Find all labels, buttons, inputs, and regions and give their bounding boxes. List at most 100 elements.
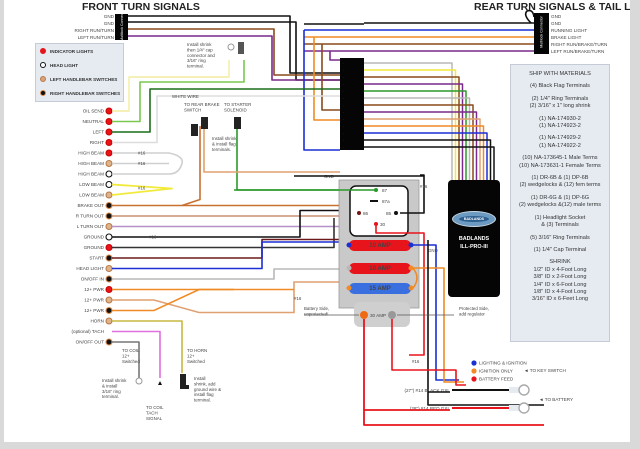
rear-pin-label: RUNNING LIGHT bbox=[551, 28, 587, 33]
module-wire bbox=[364, 62, 453, 180]
to-starter-note: SOLENOID bbox=[224, 107, 247, 112]
terminal-left-dot bbox=[105, 317, 113, 325]
module-brand: BADLANDS bbox=[458, 236, 490, 242]
shrink-ground-note: ground wire & bbox=[194, 387, 221, 392]
pin-mark: · bbox=[343, 89, 345, 94]
shrink-flag-note: terminals. bbox=[212, 147, 231, 152]
shrink-ring-note: terminal. bbox=[102, 394, 119, 399]
wire bbox=[329, 51, 340, 61]
rear-pin-label: LEFT RUN/BRAKE/TURN bbox=[551, 49, 604, 54]
to-coil-tach-note: TO COIL bbox=[146, 405, 164, 410]
relay bbox=[349, 185, 409, 237]
shrink-ground-note: terminal. bbox=[194, 398, 211, 403]
pin-mark: · bbox=[343, 124, 345, 129]
to-key-switch-label: ◄ TO KEY SWITCH bbox=[524, 368, 566, 373]
lighting-ignition-wire bbox=[413, 244, 459, 381]
fuse-jumper bbox=[412, 267, 418, 289]
gauge-label: #16 bbox=[138, 186, 146, 191]
breaker bbox=[354, 302, 410, 327]
pin-mark: · bbox=[343, 110, 345, 115]
flag-terminal bbox=[180, 385, 189, 389]
ship-list: SHIP WITH MATERIALS (4) Black Flag Termin… bbox=[511, 71, 609, 304]
terminal-right-dot bbox=[105, 275, 113, 283]
protected-side-note: add regulator bbox=[459, 311, 485, 316]
legend-label: RIGHT HANDLEBAR SWITCHES bbox=[50, 90, 121, 96]
ship-item: (1) NA-174923-2 bbox=[539, 123, 581, 130]
battery-ground-wire bbox=[427, 240, 544, 406]
shrink-ground-note: install flag bbox=[194, 392, 214, 397]
front-connector-label: Multilock Connector bbox=[120, 9, 124, 41]
to-coil-note: TO COIL bbox=[122, 348, 140, 353]
fuse-terminal bbox=[408, 265, 414, 271]
ship-item: (2) 1/4" Ring Terminals bbox=[531, 95, 589, 102]
flag-terminal bbox=[180, 374, 186, 388]
relay-85-wire bbox=[400, 174, 425, 214]
pin-mark: · bbox=[343, 103, 345, 108]
relay-pin-30: 30 bbox=[380, 222, 386, 227]
shrink-cap-note: terminal. bbox=[187, 64, 204, 69]
low-beam-wire bbox=[111, 183, 173, 196]
pin-mark: · bbox=[343, 68, 345, 73]
module-wire bbox=[364, 125, 485, 180]
starter-wire bbox=[236, 129, 340, 191]
relay-pin bbox=[374, 222, 378, 226]
pwr-cross-wire bbox=[112, 288, 294, 312]
to-coil-tach-note: SIGNAL bbox=[146, 416, 163, 421]
ship-item: SHRINK bbox=[549, 259, 571, 266]
terminal-label: ON/OFF IN bbox=[81, 277, 104, 282]
fuse-label: 10 AMP bbox=[369, 266, 390, 272]
badlands-logo: BADLANDS bbox=[452, 211, 496, 227]
front-left-turn-wire bbox=[128, 35, 340, 81]
legend-item-headlight: HEAD LIGHT bbox=[40, 60, 78, 70]
terminal-indicator-dot bbox=[105, 107, 113, 115]
module-wire bbox=[364, 83, 464, 180]
shrink-cap-note: then 1/4" cap bbox=[187, 47, 213, 52]
neutral-wire bbox=[112, 60, 245, 123]
terminal-label: ON/OFF OUT bbox=[76, 340, 105, 345]
fuse-1 bbox=[349, 263, 411, 274]
right-switch-swatch bbox=[40, 90, 46, 96]
output-label: BATTERY FEED bbox=[479, 377, 514, 382]
output-dot bbox=[471, 360, 477, 366]
horn-wire bbox=[112, 320, 183, 373]
tach-wire bbox=[112, 330, 161, 378]
terminal-right-dot bbox=[105, 338, 113, 346]
terminal-head-dot bbox=[105, 233, 113, 241]
relay-pin bbox=[357, 211, 361, 215]
shrink-flag-note: Install shrink bbox=[212, 136, 237, 141]
module-wire bbox=[364, 104, 474, 180]
ship-item: 1/2" ID x 4-Foot Long bbox=[533, 266, 587, 273]
shrink-ring-note: Install shrink bbox=[102, 378, 127, 383]
fuse-terminal bbox=[408, 285, 414, 291]
ship-item: (1) 1/4" Cap Terminal bbox=[533, 246, 587, 253]
brake-switch-wire bbox=[181, 126, 201, 207]
ring-terminal bbox=[227, 43, 235, 51]
battery-feed-wire bbox=[391, 319, 466, 386]
rear-pin-label: BRAKE LIGHT bbox=[551, 35, 582, 40]
terminal-label: NEUTRAL bbox=[83, 119, 105, 124]
to-coil-tach-note: TACH bbox=[146, 410, 158, 415]
ring-shrink bbox=[509, 387, 519, 393]
pin-mark: · bbox=[343, 82, 345, 87]
to-horn-note: Switched bbox=[187, 359, 205, 364]
gnd-label: GND bbox=[428, 248, 438, 253]
to-horn-note: 12+ bbox=[187, 353, 195, 358]
shrink-cap-note: connector and bbox=[187, 53, 215, 58]
ship-item: (4) Black Flag Terminals bbox=[530, 83, 590, 90]
terminal-label: HIGH BEAM bbox=[78, 172, 104, 177]
ship-item: (2) wedgelocks & (12) fem terms bbox=[519, 182, 601, 189]
module-wire bbox=[364, 139, 492, 180]
rear-pin-label: GND bbox=[551, 14, 562, 19]
ship-title: SHIP WITH MATERIALS bbox=[529, 71, 591, 77]
relay-pin-85: 85 bbox=[386, 211, 392, 216]
ship-item: (10) NA-173645-1 Male Terms bbox=[522, 155, 598, 162]
relay-pin-87a bbox=[370, 200, 378, 202]
terminal-label: HIGH BEAM bbox=[78, 161, 104, 166]
front-right-turn-wire bbox=[128, 28, 340, 76]
main-harness-connector bbox=[340, 58, 364, 150]
flag-terminal bbox=[201, 117, 208, 129]
front-pin-label: RIGHT RUN/TURN bbox=[75, 28, 114, 33]
left-switch-swatch bbox=[40, 76, 46, 82]
high-beam-loop bbox=[112, 152, 184, 175]
